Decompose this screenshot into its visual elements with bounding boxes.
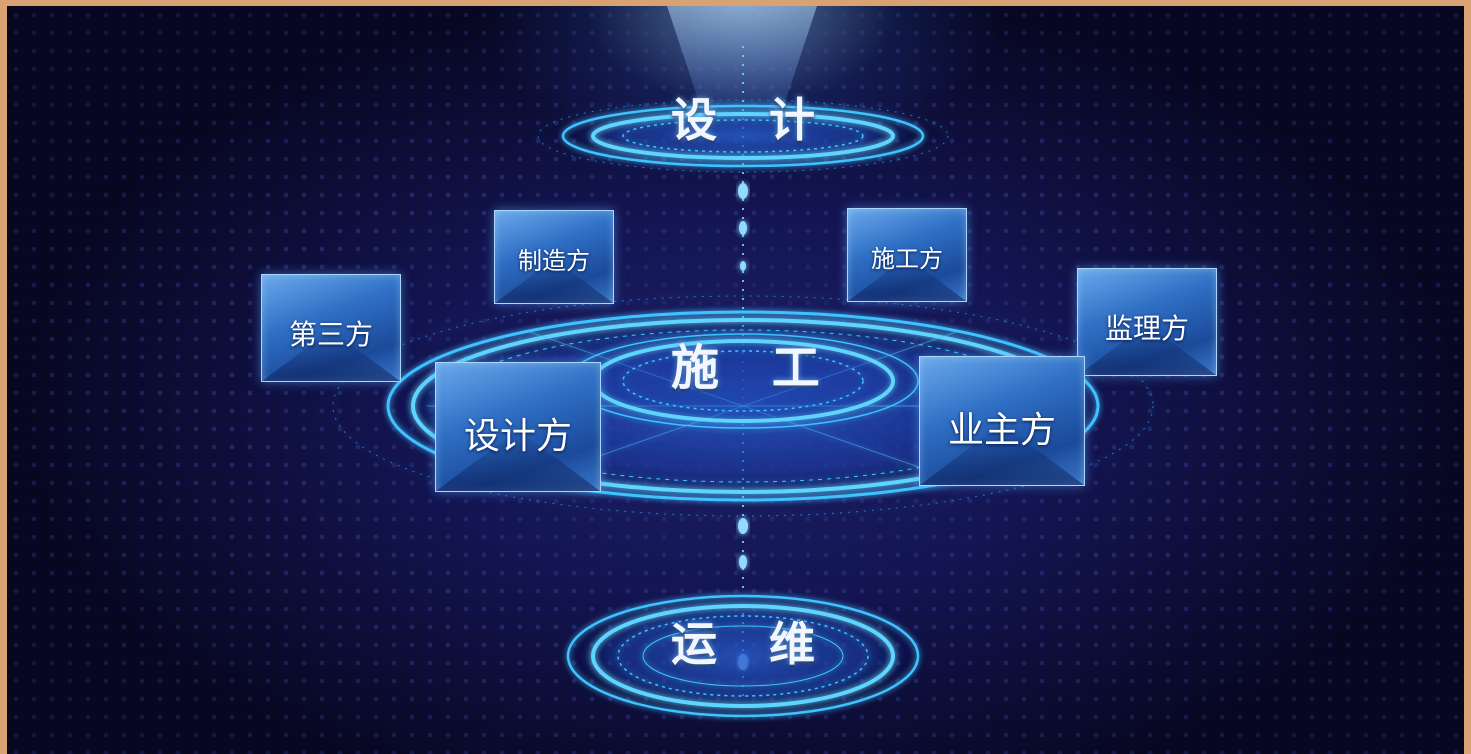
operation-stage-disc [566, 594, 920, 718]
stage-label-design: 设 计 [671, 93, 834, 147]
stage-label-operation: 运 维 [671, 617, 834, 671]
stage-label-construction: 施 工 [671, 340, 838, 396]
party-label-contractor: 施工方 [871, 245, 943, 273]
party-label-manufacturer: 制造方 [518, 247, 590, 275]
party-label-owner: 业主方 [947, 410, 1056, 451]
party-box-owner: 业主方 [919, 356, 1085, 486]
party-label-supervisor: 监理方 [1104, 312, 1189, 345]
party-box-supervisor: 监理方 [1077, 268, 1217, 376]
design-stage-disc [537, 99, 949, 173]
party-box-third-party: 第三方 [261, 274, 401, 382]
party-box-designer: 设计方 [435, 362, 601, 492]
party-label-third-party: 第三方 [288, 318, 373, 351]
party-box-contractor: 施工方 [847, 208, 967, 302]
party-box-manufacturer: 制造方 [494, 210, 614, 304]
bim-lifecycle-diagram: 设 计 施 工 运 维 制造方 施工方 第三方 监理方 设计方 业主方 [7, 6, 1464, 754]
diagram-graphics [7, 6, 1464, 754]
party-label-designer: 设计方 [463, 416, 572, 457]
